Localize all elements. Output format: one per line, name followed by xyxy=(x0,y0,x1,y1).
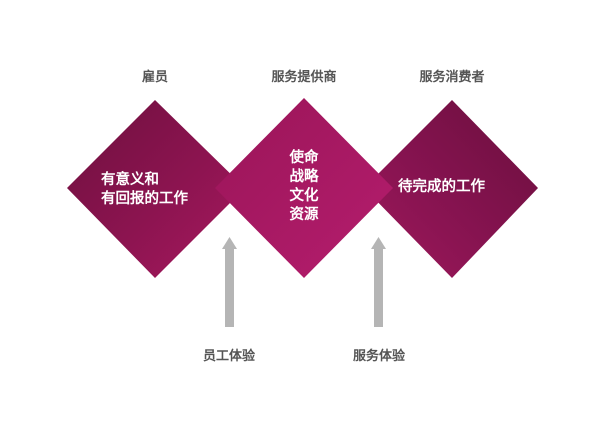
label-service-consumer: 服务消费者 xyxy=(419,70,485,85)
left-diamond xyxy=(67,100,245,278)
center-diamond xyxy=(215,98,393,278)
center-diamond-text: 使命战略文化资源 xyxy=(289,150,319,223)
right-up-arrow xyxy=(371,237,386,327)
left-up-arrow xyxy=(222,237,237,327)
left-diamond-text: 有意义和 有回报的工作 xyxy=(101,171,188,209)
right-diamond xyxy=(364,100,538,278)
label-employee: 雇员 xyxy=(141,70,169,85)
label-service-experience: 服务体验 xyxy=(352,349,406,364)
label-service-provider: 服务提供商 xyxy=(271,70,337,85)
label-employee-experience: 员工体验 xyxy=(202,349,256,364)
left-diamond-line2: 有回报的工作 xyxy=(101,191,188,207)
left-diamond-line1: 有意义和 xyxy=(101,172,159,188)
right-diamond-text: 待完成的工作 xyxy=(398,179,485,195)
